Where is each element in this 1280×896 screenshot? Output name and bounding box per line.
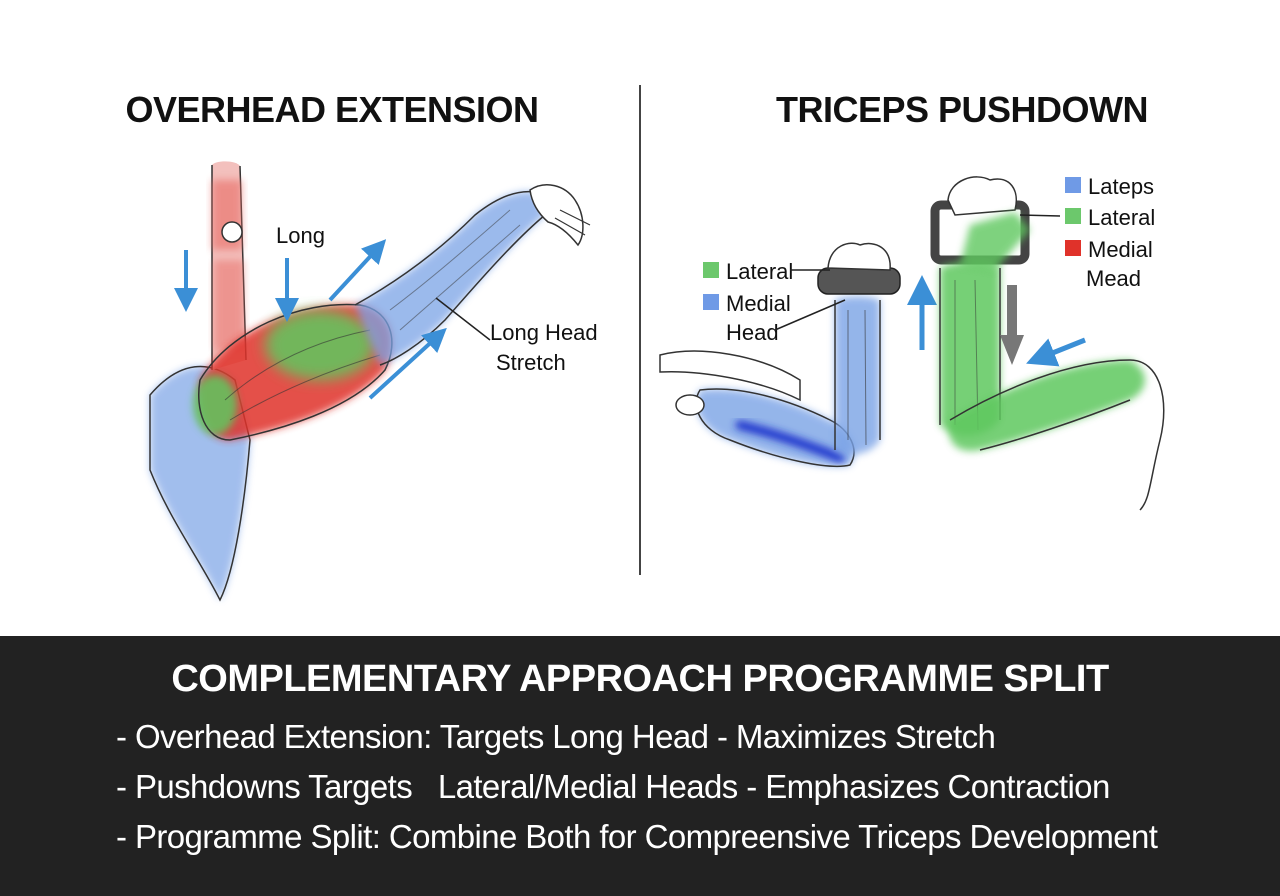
right-panel-title: TRICEPS PUSHDOWN (776, 89, 1148, 130)
leader-line-long-head (435, 297, 491, 341)
illustration: OVERHEAD EXTENSION Long Long Head Stretc… (125, 85, 1165, 602)
summary-title: COMPLEMENTARY APPROACH PROGRAMME SPLIT (171, 658, 1109, 700)
left-panel-title: OVERHEAD EXTENSION (125, 89, 538, 130)
pushdown-arm-green-illustration (930, 176, 1165, 511)
summary-point-3: - Programme Split: Combine Both for Comp… (116, 818, 1158, 855)
legend-lateps: Lateps (1088, 174, 1154, 199)
legend-swatch-medial-right (1065, 240, 1081, 256)
legend-head: Head (726, 320, 779, 345)
label-long-head: Long Head (490, 320, 598, 345)
legend-medial: Medial (726, 291, 791, 316)
summary-point-1: - Overhead Extension: Targets Long Head … (116, 718, 996, 755)
legend-medial-right: Medial (1088, 237, 1153, 262)
right-arm-legend: Lateps Lateral Medial Mead (1019, 174, 1155, 291)
legend-mead: Mead (1086, 266, 1141, 291)
legend-swatch-medial (703, 294, 719, 310)
legend-lateral: Lateral (726, 259, 793, 284)
label-stretch: Stretch (496, 350, 566, 375)
summary-panel: COMPLEMENTARY APPROACH PROGRAMME SPLIT -… (0, 636, 1280, 896)
legend-swatch-lateral (703, 262, 719, 278)
summary-point-2: - Pushdowns Targets Lateral/Medial Heads… (116, 768, 1110, 805)
legend-lateral-right: Lateral (1088, 205, 1155, 230)
overhead-arm-illustration (149, 161, 591, 602)
pushdown-arm-blue-illustration (659, 242, 937, 468)
legend-swatch-lateral-right (1065, 208, 1081, 224)
label-long: Long (276, 223, 325, 248)
left-arm-legend: Lateral Medial Head (703, 259, 846, 345)
legend-swatch-lateps (1065, 177, 1081, 193)
